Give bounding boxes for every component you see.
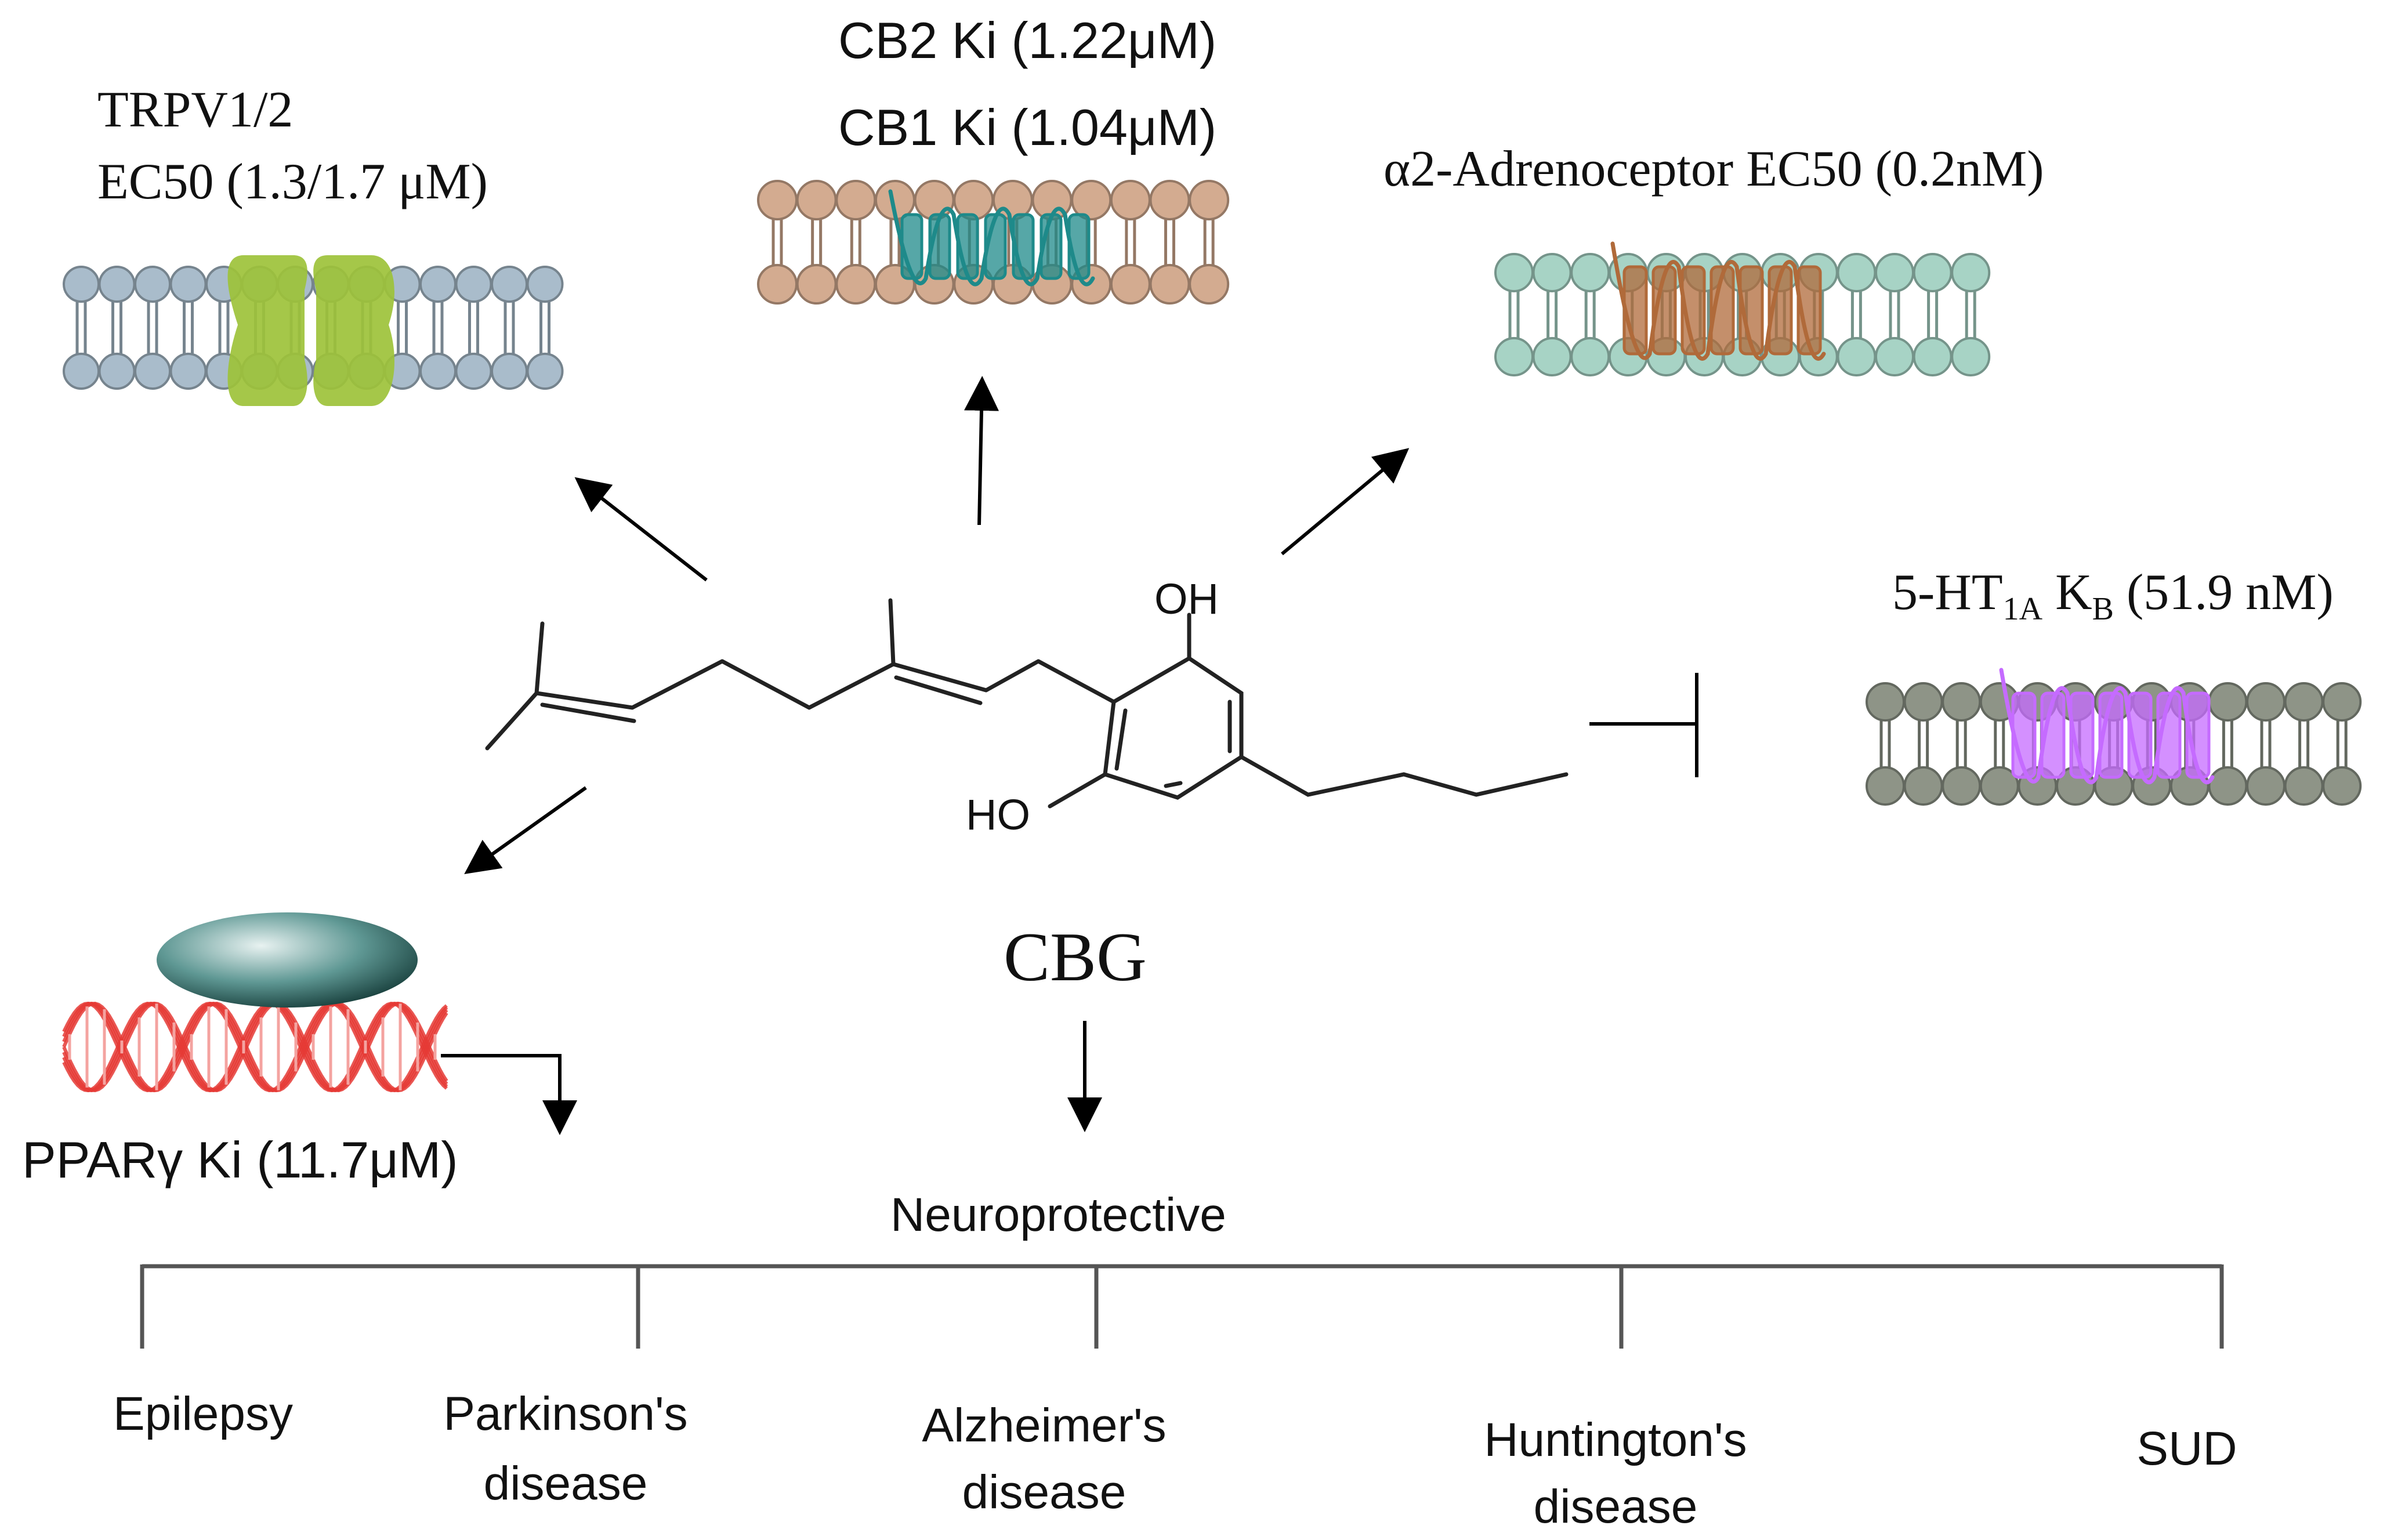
trpv-label-line1: TRPV1/2: [97, 82, 293, 138]
neuroprotective-label: Neuroprotective: [890, 1188, 1226, 1241]
ppar-protein-icon: [157, 912, 418, 1008]
alpha2-label: α2-Adrenoceptor EC50 (0.2nM): [1383, 141, 2044, 197]
disease-alzheimers-line1: Alzheimer's: [922, 1399, 1166, 1452]
disease-huntingtons-line2: disease: [1534, 1480, 1698, 1533]
trpv-label-line2: EC50 (1.3/1.7 μM): [97, 154, 488, 210]
ht1a-membrane: [1866, 668, 2362, 806]
cb1-label: CB1 Ki (1.04μM): [838, 99, 1216, 156]
arrows: [441, 376, 1698, 1135]
arrow-ppar-downstream: [441, 1054, 577, 1135]
ht1a-label: 5-HT1A KB (51.9 nM): [1892, 564, 2334, 627]
alpha2-membrane: [1494, 241, 1991, 376]
disease-huntingtons-line1: Huntington's: [1484, 1414, 1747, 1466]
compound-name: CBG: [1004, 918, 1147, 995]
disease-parkinsons-line2: disease: [484, 1457, 648, 1510]
disease-labels: Epilepsy Parkinson's disease Alzheimer's…: [113, 1387, 2237, 1533]
cb2-label: CB2 Ki (1.22μM): [838, 12, 1216, 69]
oh-bottom: HO: [966, 791, 1030, 839]
arrow-to-trpv: [574, 477, 708, 582]
trpv-channel-icon: [227, 255, 394, 406]
trpv-membrane: [63, 255, 564, 406]
oh-top: OH: [1154, 575, 1219, 623]
ppar-dna-icon: [62, 1001, 448, 1093]
arrow-to-ppar: [464, 786, 587, 874]
disease-parkinsons-line1: Parkinson's: [443, 1387, 687, 1440]
disease-tree: [140, 1264, 2224, 1349]
arrow-to-cb: [964, 376, 999, 526]
cb-receptor-icon: [888, 189, 1095, 287]
arrow-to-alpha2: [1281, 448, 1410, 556]
disease-epilepsy: Epilepsy: [113, 1387, 293, 1440]
disease-alzheimers-line2: disease: [962, 1466, 1127, 1519]
ht1a-receptor-icon: [1999, 668, 2215, 785]
cbg-structure: OH HO: [485, 575, 1569, 839]
inhibit-5ht1a: [1589, 673, 1698, 777]
disease-sud: SUD: [2136, 1422, 2237, 1475]
cb-membrane: [757, 180, 1230, 305]
ppar-label: PPARγ Ki (11.7μM): [22, 1131, 458, 1188]
alpha2-receptor-icon: [1610, 241, 1826, 361]
